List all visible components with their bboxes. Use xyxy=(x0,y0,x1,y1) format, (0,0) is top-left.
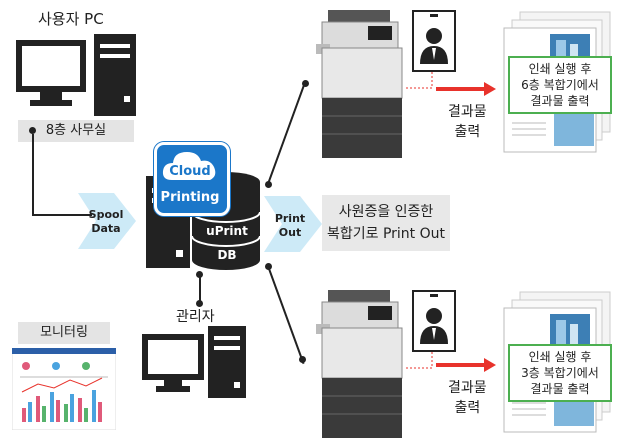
branch-line-bottom xyxy=(267,265,305,365)
spool-label-line2: Data xyxy=(91,222,121,235)
office-location-label: 8층 사무실 xyxy=(45,123,107,138)
auth-text: 사원증을 인증한 복합기로 Print Out xyxy=(316,201,456,245)
connector-line xyxy=(32,134,34,216)
admin-label: 관리자 xyxy=(176,309,215,325)
office-location-bar: 8층 사무실 xyxy=(18,120,134,142)
cloud-label-line2: Printing xyxy=(160,190,220,205)
doc-instruction-line2-bottom: 3층 복합기에서 xyxy=(521,366,599,380)
connector-dot xyxy=(302,80,309,87)
user-pc-icon xyxy=(16,34,136,116)
employee-id-card-bottom xyxy=(412,290,456,352)
auth-text-line1: 사원증을 인증한 xyxy=(338,204,434,220)
result-output-line1-bottom: 결과물 xyxy=(448,380,487,396)
doc-instruction-line3-top: 결과물 출력 xyxy=(530,94,590,108)
branch-line-top xyxy=(267,80,307,185)
print-out-label: Print Out xyxy=(268,212,312,240)
result-output-line2-top: 출력 xyxy=(454,124,481,140)
doc-instruction-box-bottom: 인쇄 실행 후 3층 복합기에서 결과물 출력 xyxy=(508,344,612,402)
doc-instruction-line1-top: 인쇄 실행 후 xyxy=(528,62,592,76)
red-arrow-top xyxy=(436,82,496,96)
result-output-line2-bottom: 출력 xyxy=(454,400,481,416)
monitoring-dashboard-thumbnail xyxy=(12,348,116,430)
employee-id-card-top xyxy=(412,10,456,72)
red-arrow-bottom xyxy=(436,358,496,372)
monitoring-bar: 모니터링 xyxy=(18,322,110,344)
doc-instruction-line1-bottom: 인쇄 실행 후 xyxy=(528,350,592,364)
cloud-label-line1: Cloud xyxy=(169,164,211,179)
print-out-label-line2: Out xyxy=(278,226,302,239)
result-output-label-bottom: 결과물 출력 xyxy=(448,378,487,418)
db-label-line2: DB xyxy=(217,248,237,262)
multifunction-printer-top xyxy=(316,10,403,158)
connector-dot xyxy=(29,127,36,134)
doc-instruction-box-top: 인쇄 실행 후 6층 복합기에서 결과물 출력 xyxy=(508,56,612,114)
spool-label-line1: Spool xyxy=(88,208,124,221)
connector-dot xyxy=(196,300,203,307)
print-out-label-line1: Print xyxy=(274,212,306,225)
auth-text-line2: 복합기로 Print Out xyxy=(326,226,445,242)
multifunction-printer-bottom xyxy=(316,290,403,438)
db-label-line1: uPrint xyxy=(206,224,248,238)
dotted-connector-top xyxy=(406,72,433,89)
db-label: uPrint DB xyxy=(196,224,258,262)
print-out-arrow xyxy=(264,196,322,252)
cloud-icon xyxy=(162,152,216,180)
connector-dot xyxy=(299,356,306,363)
user-pc-title: 사용자 PC xyxy=(38,10,104,28)
auth-box xyxy=(322,195,450,251)
spool-arrow xyxy=(78,193,136,249)
admin-pc-icon xyxy=(142,326,246,398)
doc-instruction-line3-bottom: 결과물 출력 xyxy=(530,382,590,396)
connector-line xyxy=(32,214,92,216)
doc-instruction-line2-top: 6층 복합기에서 xyxy=(521,78,599,92)
dotted-connector-bottom xyxy=(406,352,433,369)
result-output-label-top: 결과물 출력 xyxy=(448,102,487,142)
connector-line xyxy=(199,274,201,302)
result-output-line1-top: 결과물 xyxy=(448,104,487,120)
connector-dot xyxy=(265,181,272,188)
spool-label: Spool Data xyxy=(84,208,128,236)
monitoring-label: 모니터링 xyxy=(40,325,88,340)
